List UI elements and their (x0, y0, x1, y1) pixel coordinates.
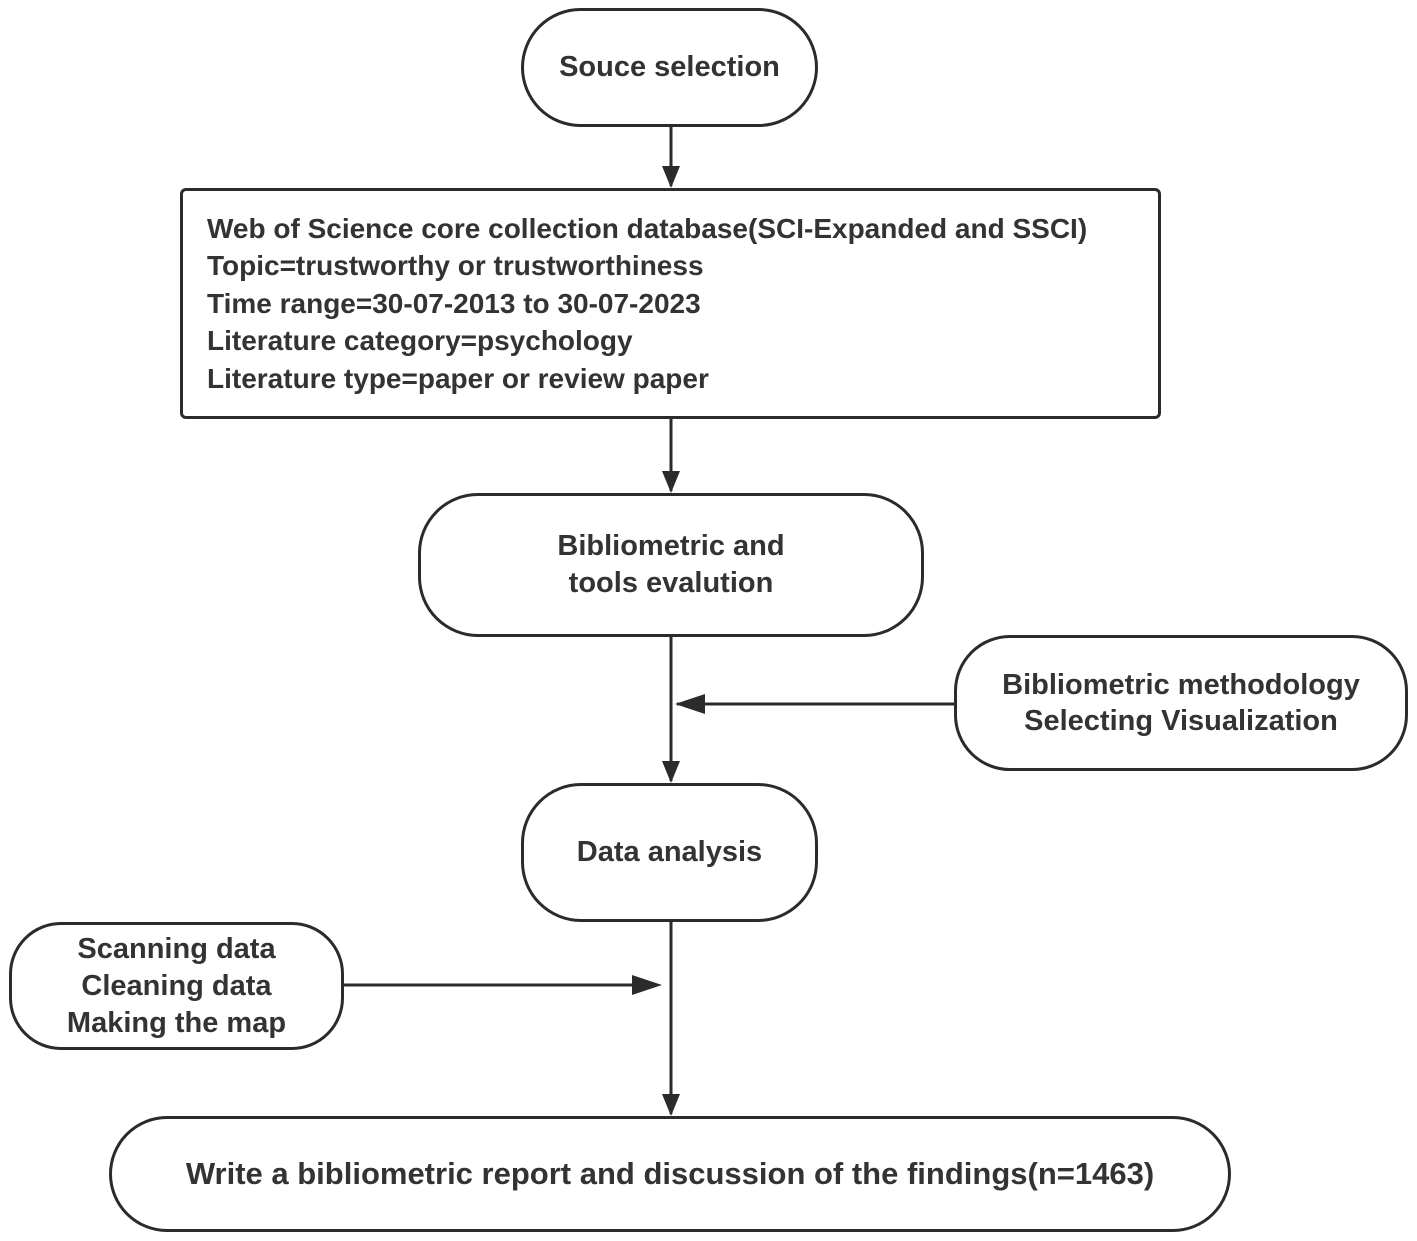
data-processing-node: Scanning data Cleaning data Making the m… (9, 922, 344, 1050)
criteria-category-line: Literature category=psychology (207, 325, 633, 357)
methodology-node: Bibliometric methodology Selecting Visua… (954, 635, 1408, 771)
arrowhead-processing (632, 975, 662, 995)
arrowhead-methodology (675, 694, 705, 714)
methodology-line-2: Selecting Visualization (1024, 705, 1338, 737)
tools-evaluation-line-2: tools evalution (568, 567, 774, 599)
processing-line-1: Scanning data (77, 932, 276, 965)
report-label: Write a bibliometric report and discussi… (185, 1156, 1155, 1191)
tools-evaluation-node: Bibliometric and tools evalution (418, 493, 924, 637)
data-analysis-node: Data analysis (521, 783, 818, 922)
report-node: Write a bibliometric report and discussi… (109, 1116, 1231, 1232)
criteria-time-range-line: Time range=30-07-2013 to 30-07-2023 (207, 287, 701, 319)
methodology-line-1: Bibliometric methodology (1002, 669, 1360, 701)
processing-line-2: Cleaning data (81, 969, 272, 1002)
source-selection-node: Souce selection (521, 8, 818, 127)
search-criteria-node: Web of Science core collection database(… (180, 188, 1161, 419)
criteria-topic-line: Topic=trustworthy or trustworthiness (207, 250, 704, 282)
criteria-database-line: Web of Science core collection database(… (207, 212, 1088, 244)
processing-line-3: Making the map (66, 1006, 287, 1039)
criteria-type-line: Literature type=paper or review paper (207, 362, 709, 394)
tools-evaluation-line-1: Bibliometric and (557, 530, 785, 562)
data-analysis-label: Data analysis (576, 836, 763, 868)
source-selection-label: Souce selection (559, 51, 780, 83)
